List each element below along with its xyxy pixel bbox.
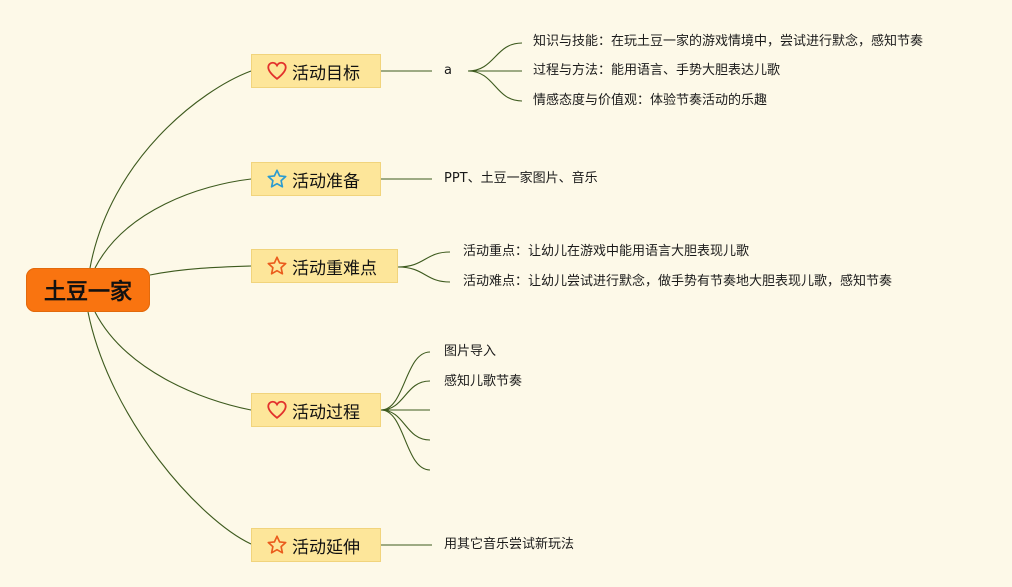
goal-child-node[interactable]: a xyxy=(444,63,452,78)
topic-label: 活动准备 xyxy=(292,171,360,192)
root-topic[interactable]: 土豆一家 xyxy=(26,268,150,312)
goal-leaf-1[interactable]: 知识与技能：在玩土豆一家的游戏情境中，尝试进行默念，感知节奏 xyxy=(533,34,924,49)
topic-activity-extension[interactable]: 活动延伸 xyxy=(251,528,381,562)
connector-a-leaf-1 xyxy=(467,42,523,72)
topic-activity-goal[interactable]: 活动目标 xyxy=(251,54,381,88)
key-points-leaf-1[interactable]: 活动重点：让幼儿在游戏中能用语言大胆表现儿歌 xyxy=(463,244,750,259)
connector-root-keypoints xyxy=(149,265,252,276)
topic-label: 活动延伸 xyxy=(292,537,360,558)
process-leaf-2[interactable]: 感知儿歌节奏 xyxy=(444,374,523,389)
topic-activity-key-points[interactable]: 活动重难点 xyxy=(251,249,398,283)
star-outline-blue-icon xyxy=(266,168,288,190)
connector-keypoints-leaf-1 xyxy=(397,251,451,268)
connector-a-leaf-3 xyxy=(467,70,523,102)
goal-leaf-3[interactable]: 情感态度与价值观：体验节奏活动的乐趣 xyxy=(533,93,768,108)
connector-process-leaf-2 xyxy=(380,380,431,411)
key-points-leaf-2[interactable]: 活动难点：让幼儿尝试进行默念，做手势有节奏地大胆表现儿歌，感知节奏 xyxy=(463,274,893,289)
connector-process-leaf-4 xyxy=(380,409,431,441)
topic-label: 活动重难点 xyxy=(292,258,377,279)
star-outline-orange-icon xyxy=(266,255,288,277)
goal-leaf-2[interactable]: 过程与方法：能用语言、手势大胆表达儿歌 xyxy=(533,63,781,78)
star-outline-orange-icon xyxy=(266,534,288,556)
connector-process-leaf-1 xyxy=(380,351,431,411)
connector-root-process xyxy=(94,311,252,411)
process-leaf-1[interactable]: 图片导入 xyxy=(444,344,497,359)
heart-icon xyxy=(266,60,288,82)
extension-leaf-1[interactable]: 用其它音乐尝试新玩法 xyxy=(444,537,575,552)
connector-keypoints-leaf-2 xyxy=(397,266,451,283)
topic-activity-process[interactable]: 活动过程 xyxy=(251,393,381,427)
connector-root-prep xyxy=(94,178,252,269)
topic-label: 活动过程 xyxy=(292,402,360,423)
connector-process-leaf-5 xyxy=(380,409,431,471)
connector-root-goal xyxy=(89,70,252,269)
topic-activity-preparation[interactable]: 活动准备 xyxy=(251,162,381,196)
connector-root-extension xyxy=(87,311,252,545)
preparation-leaf-1[interactable]: PPT、土豆一家图片、音乐 xyxy=(444,171,598,186)
heart-icon xyxy=(266,399,288,421)
topic-label: 活动目标 xyxy=(292,63,360,84)
root-topic-label: 土豆一家 xyxy=(43,280,132,305)
